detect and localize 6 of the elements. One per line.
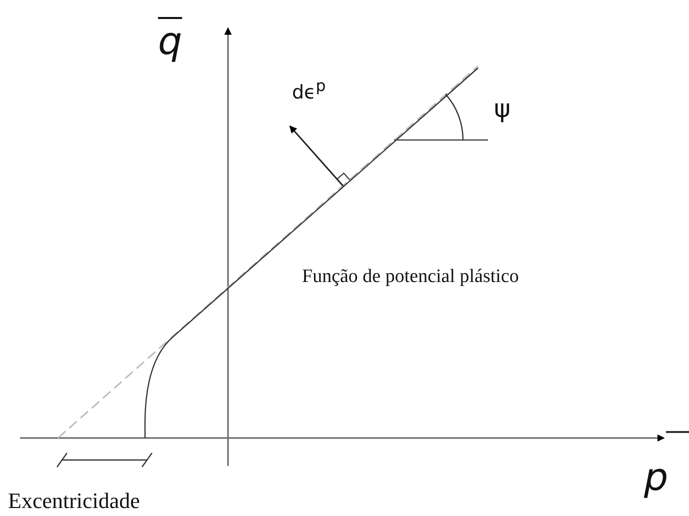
axis-label: q — [158, 22, 182, 60]
axis-label: p — [644, 458, 668, 496]
angle-label: ψ — [494, 96, 510, 121]
curve-label: Função de potencial plástico — [302, 267, 519, 286]
caption-text: Excentricidade — [8, 490, 140, 512]
strain-increment-label: dϵ$^{p}$ — [292, 78, 326, 102]
